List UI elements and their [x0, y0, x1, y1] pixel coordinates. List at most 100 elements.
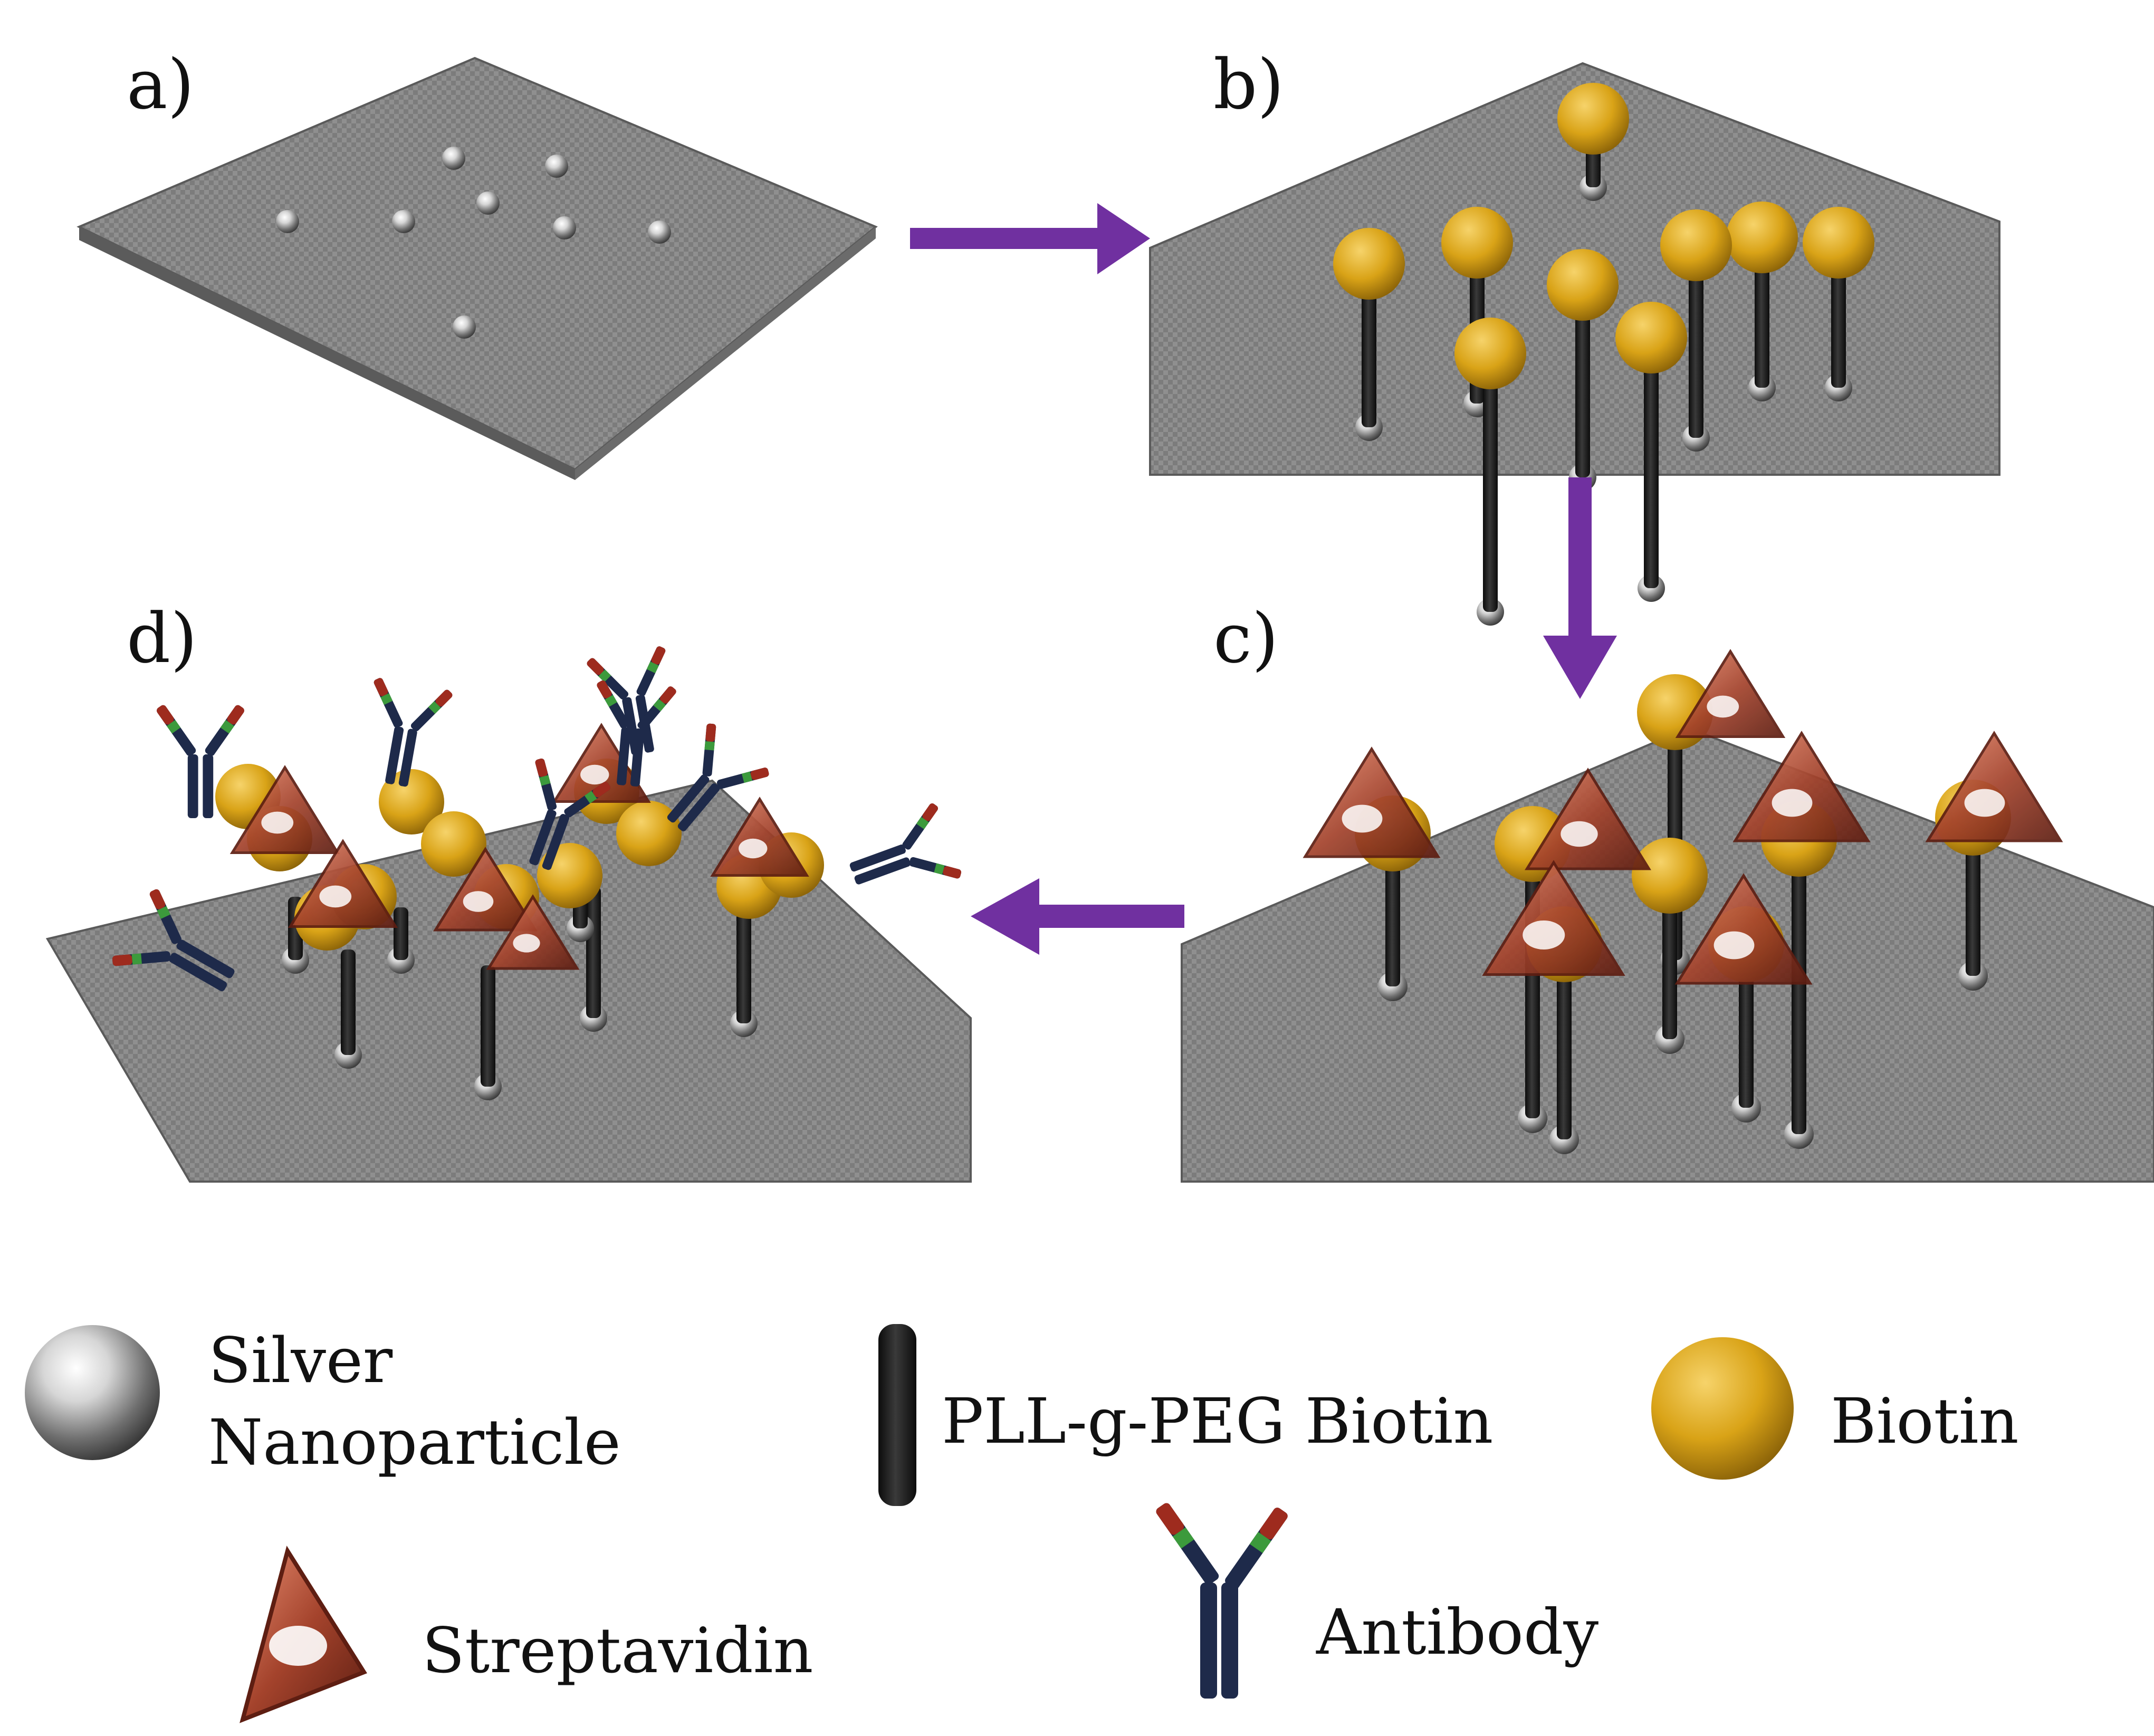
pll-peg-stem — [736, 913, 751, 1023]
panel-a-label: a) — [127, 44, 194, 124]
pll-peg-stem — [481, 965, 495, 1087]
antibody-band — [539, 775, 551, 786]
panel-c-label: c) — [1213, 598, 1279, 678]
antibody-band — [166, 720, 181, 734]
biotin-sphere — [1660, 209, 1732, 281]
antibody-band — [598, 669, 611, 683]
panel-a: a) — [76, 44, 878, 480]
antibody-band — [428, 701, 441, 714]
streptavidin-tetrahedron — [1303, 746, 1441, 858]
antibody-arm-left — [702, 723, 716, 776]
antibody-arm-left — [597, 680, 629, 729]
antibody-arm-left — [157, 705, 196, 756]
antibody-arm-right — [716, 768, 769, 789]
streptavidin-cavity — [739, 838, 768, 859]
streptavidin-cavity — [1342, 804, 1383, 833]
antibody-band — [653, 698, 666, 712]
legend-streptavidin: Streptavidin — [240, 1546, 813, 1723]
antibody — [597, 680, 676, 787]
antibody-fc-left — [849, 845, 906, 872]
streptavidin-tetrahedron — [229, 765, 340, 854]
antibody-tip — [659, 686, 676, 704]
antibody-tip — [227, 705, 244, 725]
antibody-fc-right — [677, 783, 720, 831]
arrow-c-to-d — [971, 878, 1184, 955]
pll-peg-stem — [1362, 274, 1376, 427]
antibody-band — [934, 863, 945, 875]
antibody-tip — [592, 782, 610, 798]
antibody — [667, 723, 769, 831]
antibody-arm-left — [374, 678, 403, 728]
pll-peg-stem — [1525, 844, 1540, 1118]
biotin-sphere — [1803, 207, 1874, 279]
pll-peg-stem — [1831, 253, 1846, 388]
legend-pll-label: PLL-g-PEG Biotin — [942, 1385, 1493, 1457]
biotin-sphere — [379, 769, 444, 835]
antibody-tip — [535, 758, 548, 777]
panel-c: c) — [1181, 598, 2154, 1183]
antibody-fc-right — [854, 857, 911, 885]
streptavidin-cavity — [1772, 789, 1813, 817]
pll-peg-stem — [1792, 839, 1806, 1134]
antibody — [374, 678, 453, 787]
antibody-band — [916, 817, 929, 829]
streptavidin-cavity — [1707, 695, 1739, 718]
biotin-sphere — [1632, 838, 1708, 914]
streptavidin-cavity — [319, 885, 352, 908]
streptavidin-cavity — [513, 934, 540, 953]
panel-a-surface — [76, 56, 878, 471]
biotin-sphere — [616, 801, 682, 866]
streptavidin-tetrahedron — [1925, 731, 2063, 842]
antibody-tip — [112, 954, 132, 966]
silver-nanoparticle — [476, 191, 500, 215]
pll-peg-stem — [1662, 876, 1677, 1039]
antibody-band — [741, 771, 753, 783]
panel-a-surface-edge-right — [575, 227, 876, 480]
biotin-sphere — [1454, 318, 1526, 389]
silver-nanoparticle — [442, 147, 465, 170]
silver-nanoparticle — [553, 216, 576, 239]
streptavidin-tetrahedron — [710, 797, 809, 877]
pll-peg-stem — [1755, 248, 1769, 388]
antibody-fc-right — [203, 754, 214, 818]
streptavidin-tetrahedron — [1525, 768, 1651, 870]
antibody-tip — [922, 803, 938, 821]
pll-peg-stem — [1644, 348, 1659, 588]
antibody-arm-right — [205, 705, 244, 756]
pll-peg-stem — [586, 886, 601, 1018]
biotin-sphere — [1726, 202, 1798, 273]
antibody-tip — [705, 723, 716, 742]
antibody-arm-left — [587, 658, 629, 700]
antibody-arm-left — [112, 951, 171, 966]
pll-peg-stem — [1966, 818, 1980, 976]
legend: Silver Nanoparticle PLL-g-PEG Biotin Bio… — [25, 1324, 2019, 1723]
pll-peg-stem — [1385, 833, 1400, 986]
streptavidin-tetrahedron — [486, 894, 580, 970]
silver-nanoparticle — [392, 210, 415, 233]
biotin-sphere — [1557, 83, 1629, 155]
antibody-arm-right — [637, 686, 676, 731]
panel-d-label: d) — [127, 598, 197, 678]
antibody-arm-right — [909, 857, 962, 879]
antibody-band — [605, 695, 617, 707]
legend-antibody-label: Antibody — [1316, 1596, 1598, 1668]
antibody-tip — [597, 680, 612, 699]
streptavidin-cavity — [1523, 920, 1565, 949]
streptavidin-tetrahedron — [1732, 731, 1871, 842]
streptavidin-cavity — [1964, 789, 2005, 817]
streptavidin-cavity — [463, 891, 494, 912]
silver-nanoparticle — [648, 220, 671, 244]
legend-streptavidin-label: Streptavidin — [422, 1614, 813, 1687]
pll-peg-stem — [1483, 364, 1498, 612]
pll-stem-icon — [878, 1324, 916, 1506]
antibody-band — [157, 906, 170, 919]
antibody-band — [704, 741, 715, 751]
streptavidin-tetrahedron — [1674, 873, 1813, 985]
biotin-sphere — [1615, 302, 1687, 373]
arrow-a-to-b — [910, 203, 1150, 274]
legend-pll: PLL-g-PEG Biotin — [878, 1324, 1493, 1506]
pll-peg-stem — [1575, 295, 1590, 477]
arrow-b-to-c — [1543, 477, 1617, 699]
biotin-sphere — [1333, 228, 1405, 300]
streptavidin-tetrahedron — [1482, 860, 1625, 976]
